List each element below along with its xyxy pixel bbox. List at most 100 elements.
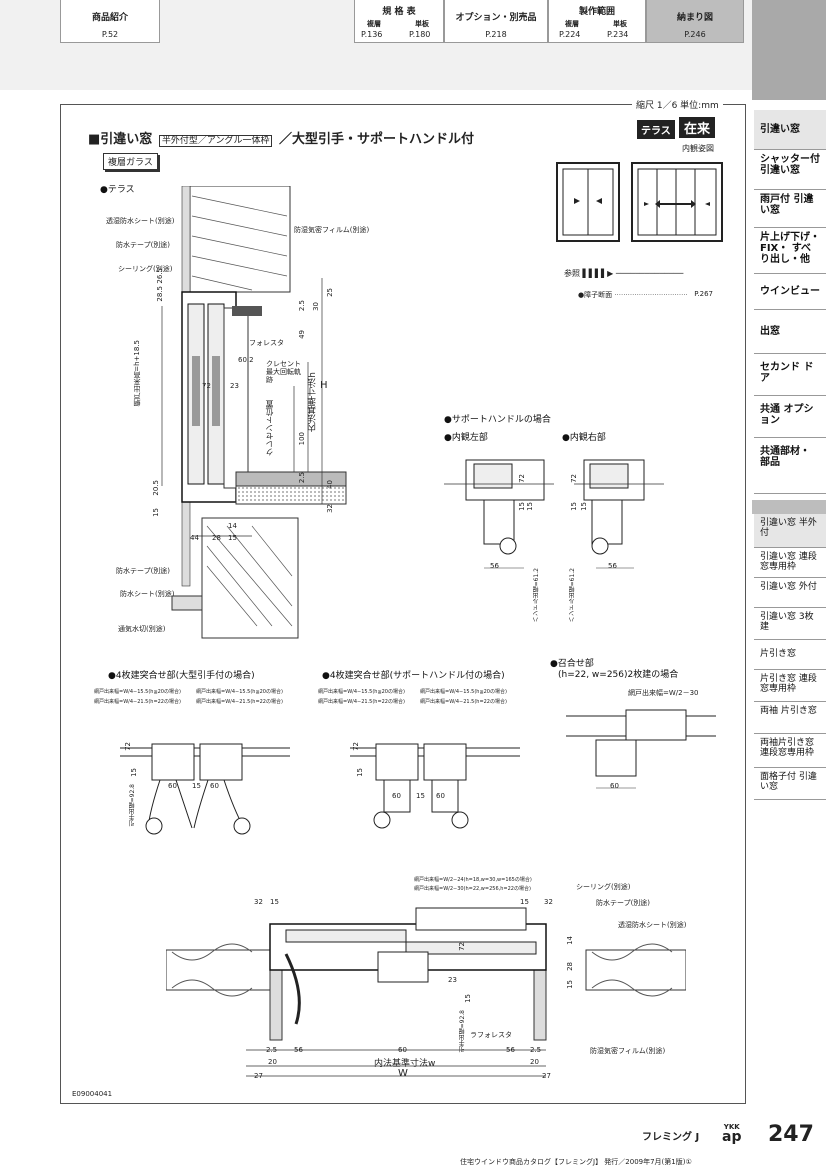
section-support-handle: ●サポートハンドルの場合	[444, 415, 551, 425]
section-interior-left: ●内観左部	[444, 433, 488, 443]
window-elevations	[556, 162, 723, 242]
sidebar-item-second-door[interactable]: セカンド ドア	[754, 354, 826, 396]
dim-bottom-15b: 15	[520, 898, 529, 906]
dim-30: 30	[312, 302, 320, 311]
sidebar-subitem-semi-external[interactable]: 引違い窓 半外付	[754, 514, 826, 548]
dim-15-b: 15	[228, 534, 237, 542]
sidebar-subitem-single-multi[interactable]: 片引き窓 連段窓専用枠	[754, 670, 826, 702]
sidebar-item-single-hung[interactable]: 片上げ下げ・ FIX・ すべり出し・他	[754, 228, 826, 274]
label-tape-2: 防水テープ(別途)	[116, 567, 171, 575]
section-meeting: ●召合せ部	[550, 659, 594, 669]
dim-support-r-56: 56	[608, 562, 617, 570]
dim-bottom-28: 28	[566, 962, 574, 971]
dim-4a-60b: 60	[210, 782, 219, 790]
label-handle-left: ハンドル出幅=61.2	[533, 568, 540, 623]
sidebar-item-shutter[interactable]: シャッター付 引違い窓	[754, 150, 826, 190]
section-interior-right: ●内観右部	[562, 433, 606, 443]
bottom-plan-section	[166, 907, 686, 1077]
dim-4b-72: 72	[352, 742, 360, 751]
reference-label: 参照 ▌▌▌▌▶ ──────────────	[564, 269, 684, 278]
dim-bottom-15: 15	[270, 898, 279, 906]
dim-bottom-72: 72	[458, 942, 466, 951]
dim-28: 28	[212, 534, 221, 542]
dim-4a-15: 15	[130, 768, 138, 777]
note-4b-1: 網戸出来幅=W/4−15.5(h≦20の場合)	[318, 689, 405, 695]
reference-row: ●障子断面 ································· …	[578, 290, 713, 299]
dim-bottom-60: 60	[398, 1046, 407, 1054]
dim-bottom-20b: 20	[530, 1058, 539, 1066]
label-sheet-2: 防水シート(別途)	[120, 590, 175, 598]
sidebar-separator	[752, 500, 826, 514]
sidebar-subitem-single-slide[interactable]: 片引き窓	[754, 640, 826, 670]
sidebar-item-common-parts[interactable]: 共通部材・ 部品	[754, 438, 826, 494]
section-4panel-large: ●4枚建突合せ部(大型引手付の場合)	[108, 671, 255, 681]
dim-32: 32	[326, 504, 334, 513]
dim-26-5: 26.5	[156, 268, 164, 284]
scale-note: 縮尺 1／6 単位:mm	[632, 98, 723, 111]
label-lath: ラフォレスタ	[242, 339, 284, 347]
sidebar-item-sliding-window[interactable]: 引違い窓	[754, 110, 826, 150]
dim-bottom-27b: 27	[542, 1072, 551, 1080]
label-lath-2: ラフォレスタ	[470, 1031, 512, 1039]
drawing-code: E09004041	[72, 1090, 113, 1098]
dim-bottom-56: 56	[294, 1046, 303, 1054]
section-4panel-support: ●4枚建突合せ部(サポートハンドル付の場合)	[322, 671, 505, 681]
dim-20-5: 20.5	[152, 480, 160, 496]
dim-28-5: 28.5	[156, 286, 164, 302]
dim-100: 100	[298, 432, 306, 446]
label-screen-width: 網戸出来幅=W/2－30	[628, 689, 699, 697]
tab-product-intro[interactable]: 商品紹介 P.52	[60, 0, 160, 43]
dim-bottom-20: 20	[268, 1058, 277, 1066]
dim-bottom-15d: 15	[464, 994, 472, 1003]
sidebar-subitem-external[interactable]: 引違い窓 外付	[754, 578, 826, 608]
dim-support-56: 56	[490, 562, 499, 570]
dim-bottom-14: 14	[566, 936, 574, 945]
terrace-cross-section	[161, 186, 347, 639]
dim-support-15a: 15	[518, 502, 526, 511]
note-4a-2: 網戸出来幅=W/4−21.5(h=22の場合)	[94, 699, 181, 705]
dim-4b-15b: 15	[416, 792, 425, 800]
sidebar-subitem-double-multi[interactable]: 両袖片引き窓 連段窓専用枠	[754, 734, 826, 768]
dim-4b-15: 15	[356, 768, 364, 777]
sidebar-subitem-3-panel[interactable]: 引違い窓 3枚建	[754, 608, 826, 640]
label-vent: 通気水切(別途)	[118, 625, 166, 633]
note-4a-4: 網戸出来幅=W/4−21.5(h=22の場合)	[196, 699, 283, 705]
dim-support-r-15b: 15	[580, 502, 588, 511]
tab-production-range[interactable]: 製作範囲 複層 単板 P.224 P.234	[548, 0, 646, 43]
dim-support-15b: 15	[526, 502, 534, 511]
glass-type-label: 複層ガラス	[103, 153, 158, 170]
label-tape: 防水テープ(別途)	[116, 241, 171, 249]
badge-zairai: 在来	[679, 117, 716, 138]
dim-23: 23	[230, 382, 239, 390]
sidebar-item-amado[interactable]: 雨戸付 引違い窓	[754, 190, 826, 228]
sidebar-subitem-grille[interactable]: 面格子付 引違い窓	[754, 768, 826, 800]
note-bottom-1: 網戸出来幅=W/2−24(h=18,w=30,w=165の場合)	[414, 877, 532, 883]
label-pull-width: 引手出幅=92.8	[129, 784, 136, 827]
tab-installation-drawing[interactable]: 納まり図 P.246	[646, 0, 744, 43]
section-meeting-note: (h=22, w=256)2枚建の場合	[558, 670, 679, 680]
dim-49: 49	[298, 330, 306, 339]
sidebar-subitem-multi-frame[interactable]: 引違い窓 連段窓専用枠	[754, 548, 826, 578]
support-handle-sections	[444, 459, 664, 569]
dim-support-r-72: 72	[570, 474, 578, 483]
sidebar-item-winview[interactable]: ウインビュー	[754, 274, 826, 310]
sidebar-subitem-double[interactable]: 両袖 片引き窓	[754, 702, 826, 734]
dim-4a-15b: 15	[192, 782, 201, 790]
dim-4b-60: 60	[392, 792, 401, 800]
dim-15: 15	[152, 508, 160, 517]
dim-bottom-32: 32	[254, 898, 263, 906]
dim-44: 44	[190, 534, 199, 542]
dim-bottom-15c: 15	[566, 980, 574, 989]
sidebar-item-bay[interactable]: 出窓	[754, 310, 826, 354]
tab-spec-table[interactable]: 規 格 表 複層 単板 P.136 P.180	[354, 0, 444, 43]
sidebar-header-block	[752, 0, 826, 100]
drawing-frame	[60, 104, 746, 1104]
tab-options[interactable]: オプション・別売品 P.218	[444, 0, 548, 43]
label-H: H	[320, 380, 328, 391]
label-tape-3: 防水テープ(別途)	[596, 899, 651, 907]
section-terrace: ●テラス	[100, 185, 135, 195]
catalog-info: 住宅ウインドウ商品カタログ【フレミングJ】 発行／2009年7月(第1版)①	[460, 1158, 692, 1166]
dim-bottom-2-5: 2.5	[266, 1046, 278, 1054]
sidebar-item-common-options[interactable]: 共通 オプション	[754, 396, 826, 438]
label-W: W	[398, 1068, 408, 1079]
